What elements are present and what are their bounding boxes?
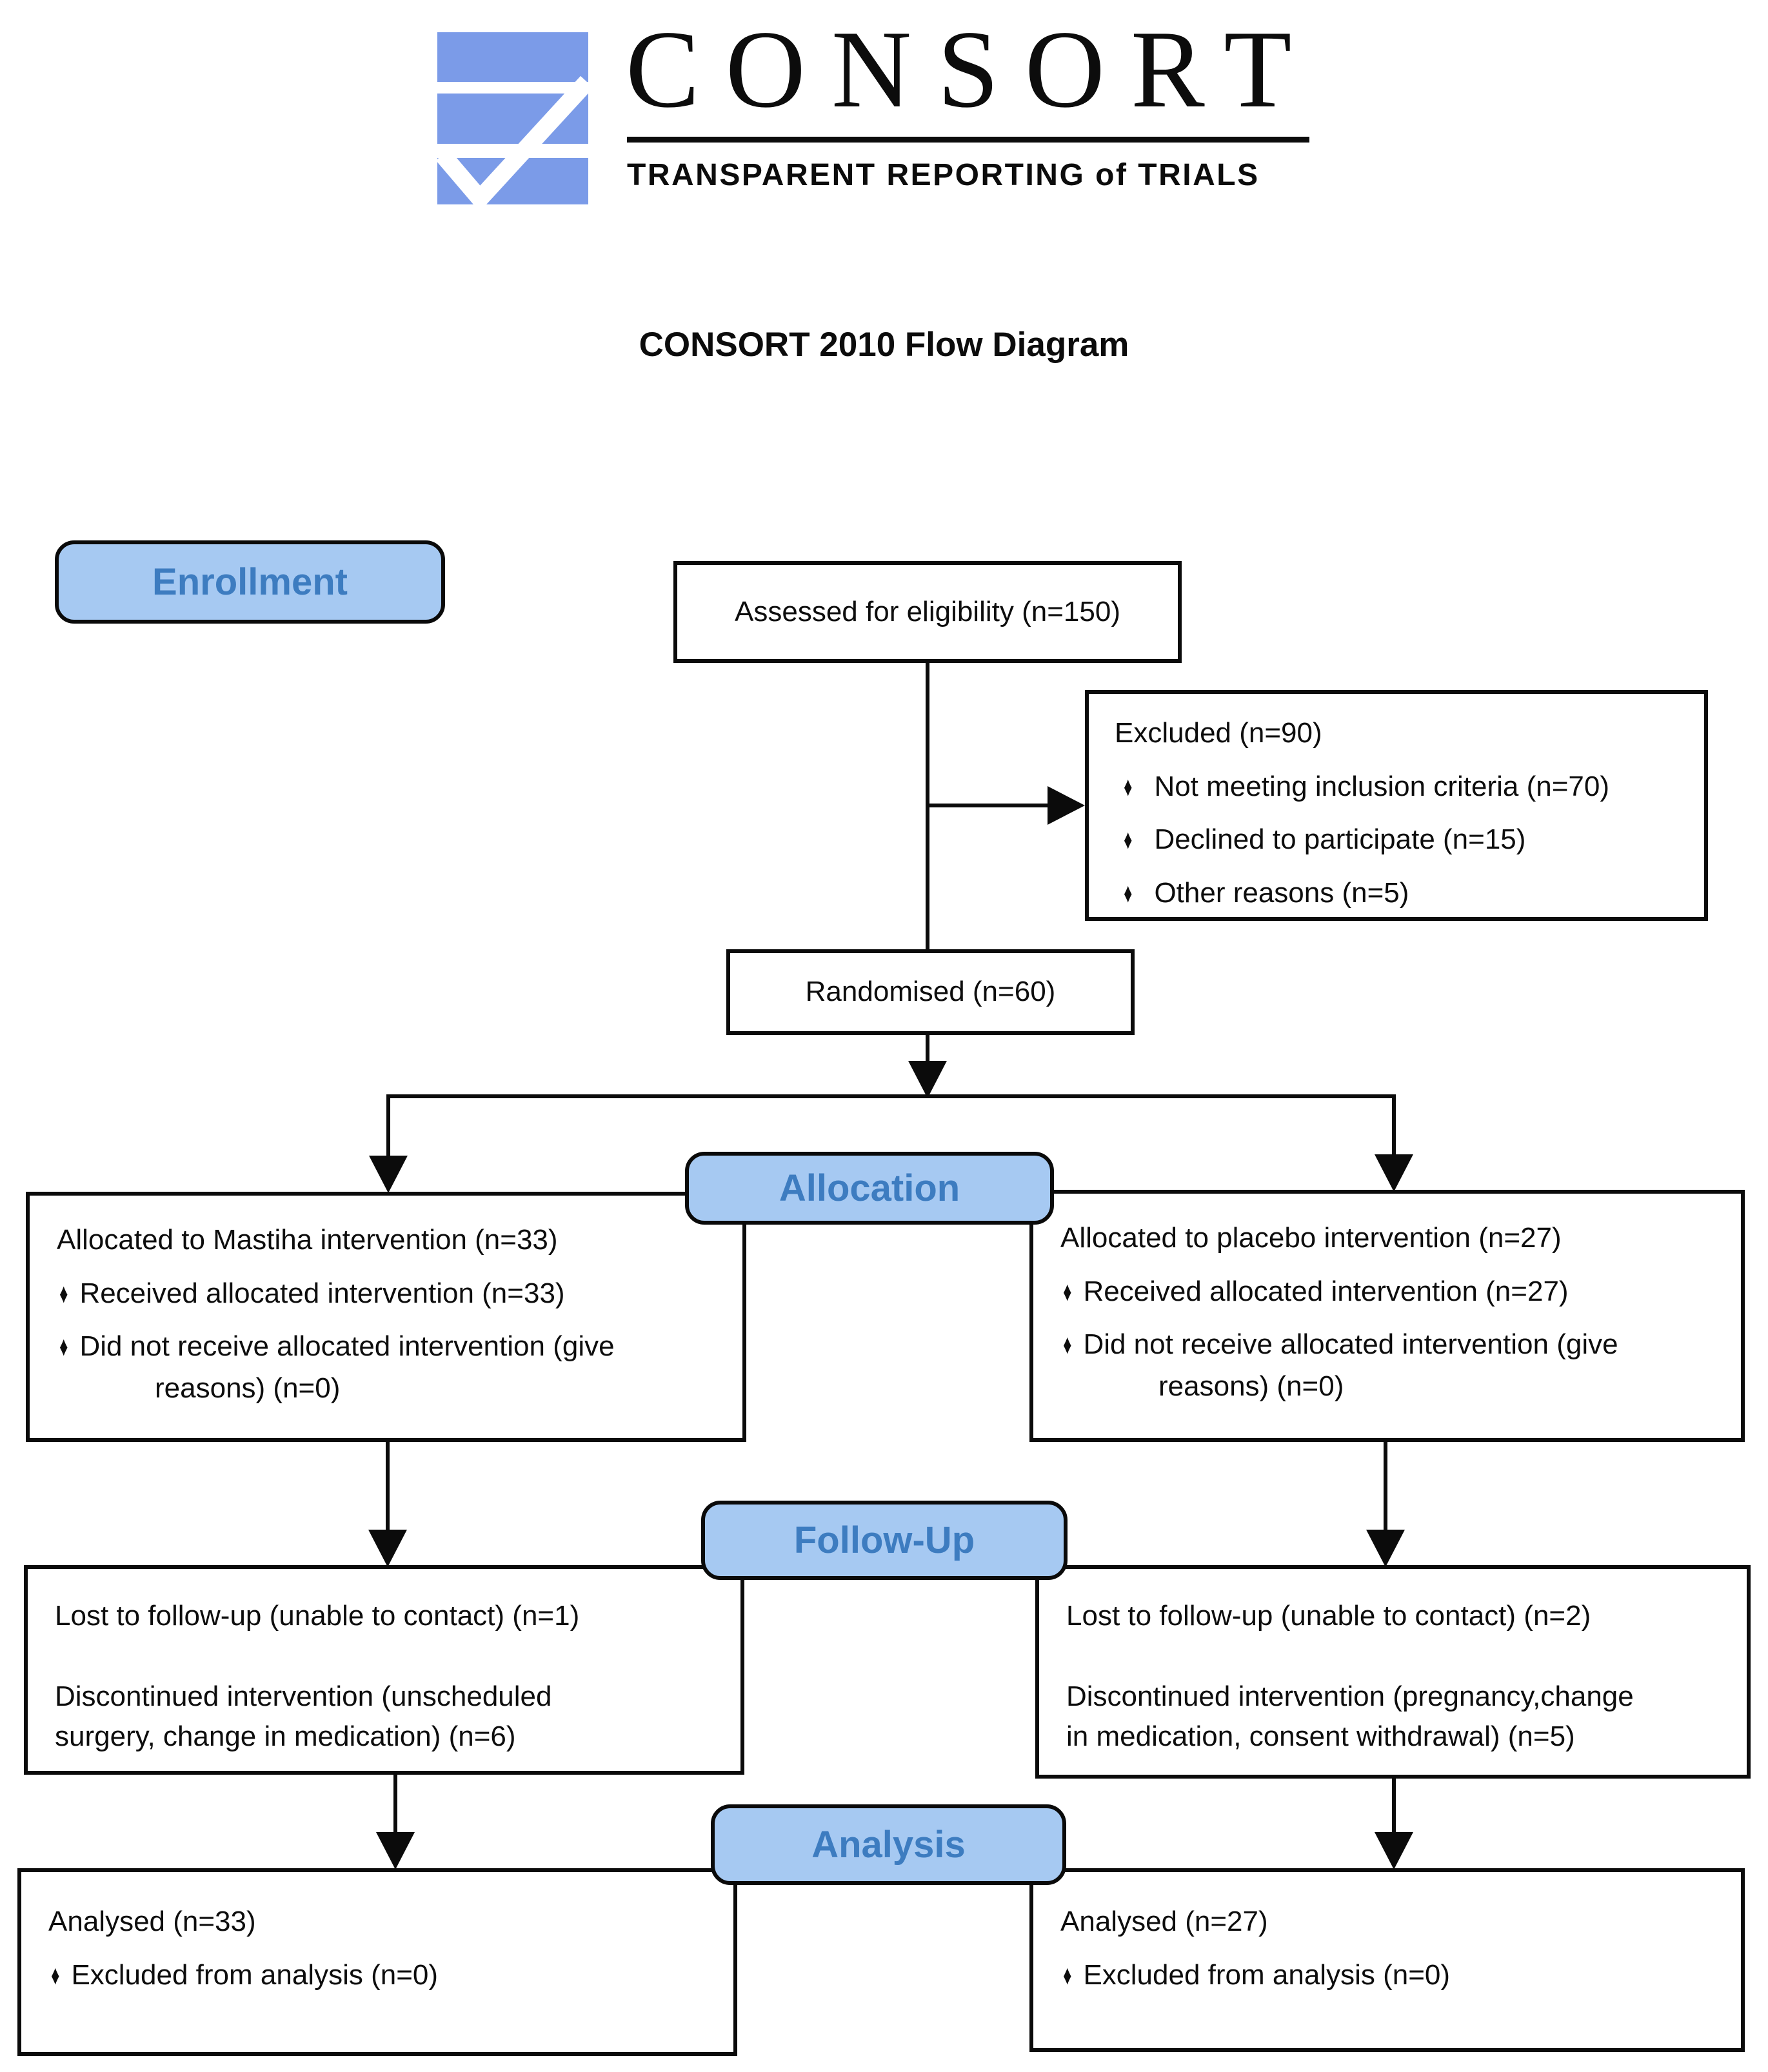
analysis-item: ♦ Excluded from analysis (n=0) (48, 1959, 718, 1992)
discontinued-text: Discontinued intervention (unscheduled s… (55, 1681, 725, 1753)
allocation-item-continuation: reasons) (n=0) (155, 1372, 341, 1404)
allocation-item-continuation: reasons) (n=0) (1158, 1370, 1344, 1402)
allocation-item: ♦ Received allocated intervention (n=27) (1060, 1276, 1725, 1308)
diamond-bullet-icon: ♦ (1063, 1276, 1072, 1307)
diamond-bullet-icon: ♦ (1124, 771, 1133, 802)
discontinued-line: in medication, consent withdrawal) (n=5) (1066, 1721, 1575, 1753)
diamond-bullet-icon: ♦ (1063, 1329, 1072, 1360)
analysis-item-text: Excluded from analysis (n=0) (1083, 1959, 1451, 1991)
analysis-mastiha-box: Analysed (n=33) ♦ Excluded from analysis … (17, 1868, 737, 2056)
lost-to-followup-text: Lost to follow-up (unable to contact) (n… (55, 1600, 580, 1632)
lost-to-followup-text: Lost to follow-up (unable to contact) (n… (1066, 1600, 1591, 1632)
analysed-title: Analysed (n=33) (48, 1906, 256, 1937)
connector-split-right (1392, 1094, 1396, 1159)
connector-split-left (386, 1094, 390, 1159)
excluded-item: ♦ Not meeting inclusion criteria (n=70) (1115, 771, 1689, 804)
diamond-bullet-icon: ♦ (51, 1959, 60, 1990)
discontinued-line: Discontinued intervention (unscheduled (55, 1680, 552, 1712)
arrowhead-an-right (1375, 1832, 1413, 1870)
arrowhead-fu-left (368, 1530, 407, 1567)
stage-label-enrollment: Enrollment (55, 540, 445, 624)
discontinued-text: Discontinued intervention (pregnancy,cha… (1066, 1681, 1731, 1753)
arrowhead-an-left (376, 1832, 415, 1870)
stage-label-text: Allocation (779, 1167, 960, 1209)
arrowhead-alloc-left (369, 1156, 408, 1193)
discontinued-line: surgery, change in medication) (n=6) (55, 1721, 516, 1753)
stage-label-analysis: Analysis (711, 1804, 1066, 1885)
allocation-item: ♦ Received allocated intervention (n=33) (57, 1278, 727, 1310)
discontinued-line: Discontinued intervention (pregnancy,cha… (1066, 1680, 1634, 1712)
arrowhead-split (908, 1061, 947, 1098)
connector-alloc-to-fu-left (386, 1439, 390, 1531)
page-title: CONSORT 2010 Flow Diagram (639, 326, 1129, 364)
allocation-item-text: Received allocated intervention (n=33) (79, 1277, 565, 1309)
analysis-item-text: Excluded from analysis (n=0) (71, 1959, 439, 1991)
connector-to-excluded (928, 804, 1054, 807)
connector-fu-to-an-right (1392, 1777, 1396, 1833)
logo-divider (627, 137, 1309, 143)
allocation-title: Allocated to placebo intervention (n=27) (1060, 1222, 1562, 1254)
connector-alloc-to-fu-right (1384, 1439, 1387, 1531)
excluded-item-text: Declined to participate (n=15) (1154, 824, 1526, 856)
analysis-placebo-box: Analysed (n=27) ♦ Excluded from analysis … (1029, 1868, 1745, 2052)
analysis-item: ♦ Excluded from analysis (n=0) (1060, 1959, 1725, 1992)
excluded-item: ♦ Declined to participate (n=15) (1115, 824, 1689, 856)
logo-tagline: TRANSPARENT REPORTING of TRIALS (627, 158, 1260, 192)
diamond-bullet-icon: ♦ (59, 1331, 68, 1362)
followup-mastiha-box: Lost to follow-up (unable to contact) (n… (24, 1565, 744, 1775)
connector-randomised-to-split (926, 1035, 929, 1066)
arrowhead-fu-right (1366, 1530, 1405, 1567)
randomised-text: Randomised (n=60) (805, 976, 1056, 1008)
allocation-item: ♦ Did not receive allocated intervention … (57, 1330, 727, 1363)
consort-checkmark-logo-icon (437, 32, 590, 208)
allocation-item: ♦ Did not receive allocated intervention … (1060, 1328, 1725, 1361)
diamond-bullet-icon: ♦ (59, 1278, 68, 1308)
stage-label-text: Analysis (811, 1824, 966, 1866)
excluded-item-text: Other reasons (n=5) (1154, 876, 1409, 909)
stage-label-text: Enrollment (152, 561, 348, 603)
excluded-box: Excluded (n=90) ♦ Not meeting inclusion c… (1085, 690, 1708, 921)
randomised-box: Randomised (n=60) (726, 949, 1135, 1035)
stage-label-followup: Follow-Up (701, 1501, 1068, 1580)
followup-placebo-box: Lost to follow-up (unable to contact) (n… (1035, 1565, 1751, 1779)
allocation-title: Allocated to Mastiha intervention (n=33) (57, 1224, 558, 1256)
assessed-eligibility-text: Assessed for eligibility (n=150) (735, 595, 1120, 627)
assessed-eligibility-box: Assessed for eligibility (n=150) (673, 561, 1182, 663)
excluded-title: Excluded (n=90) (1115, 717, 1322, 749)
split-line (386, 1094, 1396, 1098)
arrowhead-excluded (1048, 786, 1085, 825)
allocation-placebo-box: Allocated to placebo intervention (n=27)… (1029, 1190, 1745, 1442)
allocation-item-text: Received allocated intervention (n=27) (1083, 1275, 1569, 1307)
analysed-title: Analysed (n=27) (1060, 1906, 1268, 1937)
connector-fu-to-an-left (393, 1773, 397, 1833)
allocation-mastiha-box: Allocated to Mastiha intervention (n=33)… (26, 1192, 746, 1442)
stage-label-allocation: Allocation (685, 1152, 1054, 1225)
diamond-bullet-icon: ♦ (1063, 1959, 1072, 1990)
diamond-bullet-icon: ♦ (1124, 824, 1133, 855)
diamond-bullet-icon: ♦ (1124, 877, 1133, 908)
allocation-item-text: Did not receive allocated intervention (… (79, 1330, 615, 1363)
arrowhead-alloc-right (1375, 1154, 1413, 1192)
excluded-item: ♦ Other reasons (n=5) (1115, 877, 1689, 910)
consort-wordmark: CONSORT (626, 8, 1318, 131)
allocation-item-text: Did not receive allocated intervention (… (1083, 1328, 1618, 1361)
stage-label-text: Follow-Up (793, 1519, 975, 1561)
excluded-item-text: Not meeting inclusion criteria (n=70) (1154, 770, 1609, 802)
